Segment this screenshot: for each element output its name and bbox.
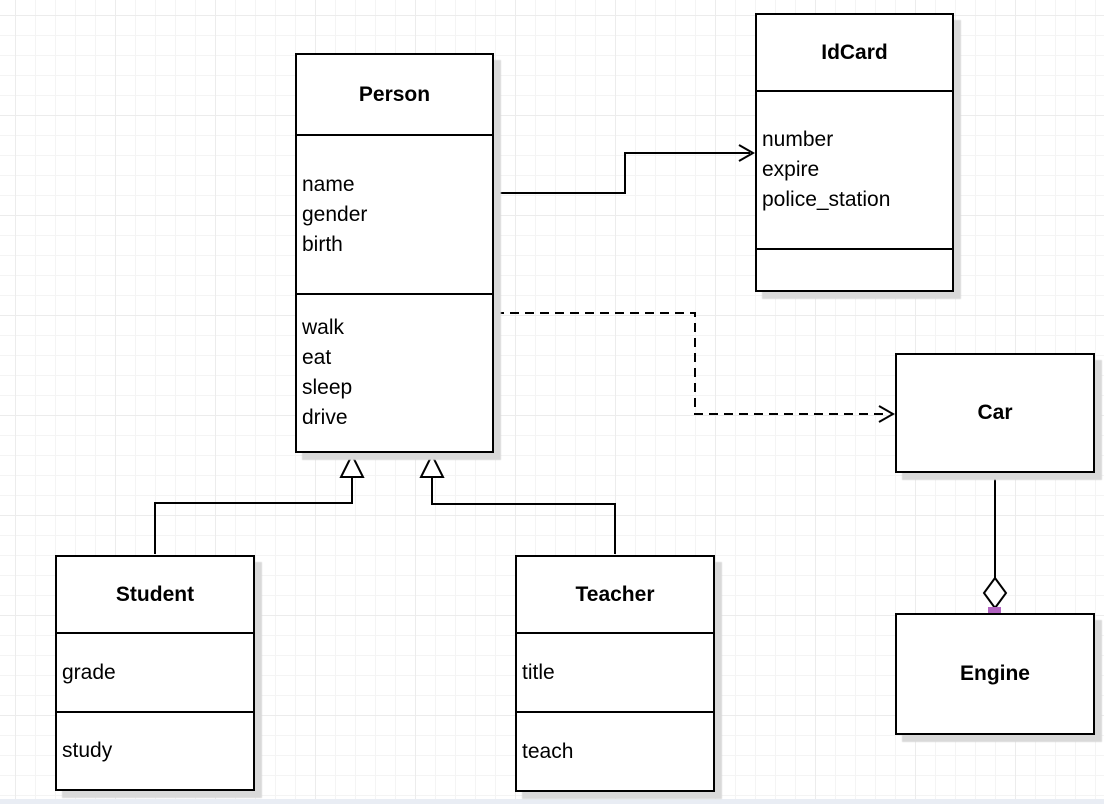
page-edge-strip [0,799,1104,804]
methods-compartment[interactable]: study [57,713,253,789]
method: study [62,739,113,762]
attributes-compartment[interactable]: grade [57,634,253,713]
attribute: birth [302,232,343,256]
attribute: grade [62,660,116,684]
methods-compartment[interactable]: walk eat sleep drive [297,295,492,451]
attribute: name [302,172,355,196]
method: teach [522,739,574,763]
attribute: police_station [762,188,891,211]
class-title: Teacher [517,557,713,634]
attributes-compartment[interactable]: name gender birth [297,136,492,295]
hollow-triangle-arrowhead-icon [339,452,365,478]
edge-generalization-student-person[interactable] [154,452,365,554]
class-box-student[interactable]: Student grade study [55,555,255,791]
class-box-engine[interactable]: Engine [895,613,1095,735]
edge-aggregation-car-engine[interactable] [982,466,1008,620]
edge-association-person-idcard[interactable] [494,144,756,194]
methods-compartment-empty[interactable] [757,250,952,290]
attribute: expire [762,158,820,181]
generalization-line [431,477,616,554]
generalization-line [154,477,353,554]
edge-dependency-person-car[interactable] [495,312,896,423]
class-box-idcard[interactable]: IdCard number expire police_station [755,13,954,292]
open-arrowhead-icon [738,144,756,162]
method: eat [302,346,332,369]
attributes-compartment[interactable]: title [517,634,713,713]
class-box-teacher[interactable]: Teacher title teach [515,555,715,792]
method: walk [302,316,345,339]
class-box-person[interactable]: Person name gender birth walk eat sleep … [295,53,494,453]
edge-generalization-teacher-person[interactable] [419,452,616,554]
dependency-dashed-line [495,312,886,415]
class-title: IdCard [757,15,952,92]
hollow-diamond-icon [982,576,1008,610]
open-arrowhead-icon [878,405,896,423]
method: sleep [302,376,353,399]
attribute: gender [302,202,368,226]
class-title: Person [297,55,492,136]
hollow-triangle-arrowhead-icon [419,452,445,478]
association-line [494,152,750,194]
class-title: Car [977,401,1013,424]
method: drive [302,406,348,429]
attribute: number [762,128,834,151]
class-title: Student [57,557,253,634]
attribute: title [522,660,555,684]
class-title: Engine [959,662,1030,685]
class-box-car[interactable]: Car [895,353,1095,473]
attributes-compartment[interactable]: number expire police_station [757,92,952,250]
methods-compartment[interactable]: teach [517,713,713,790]
